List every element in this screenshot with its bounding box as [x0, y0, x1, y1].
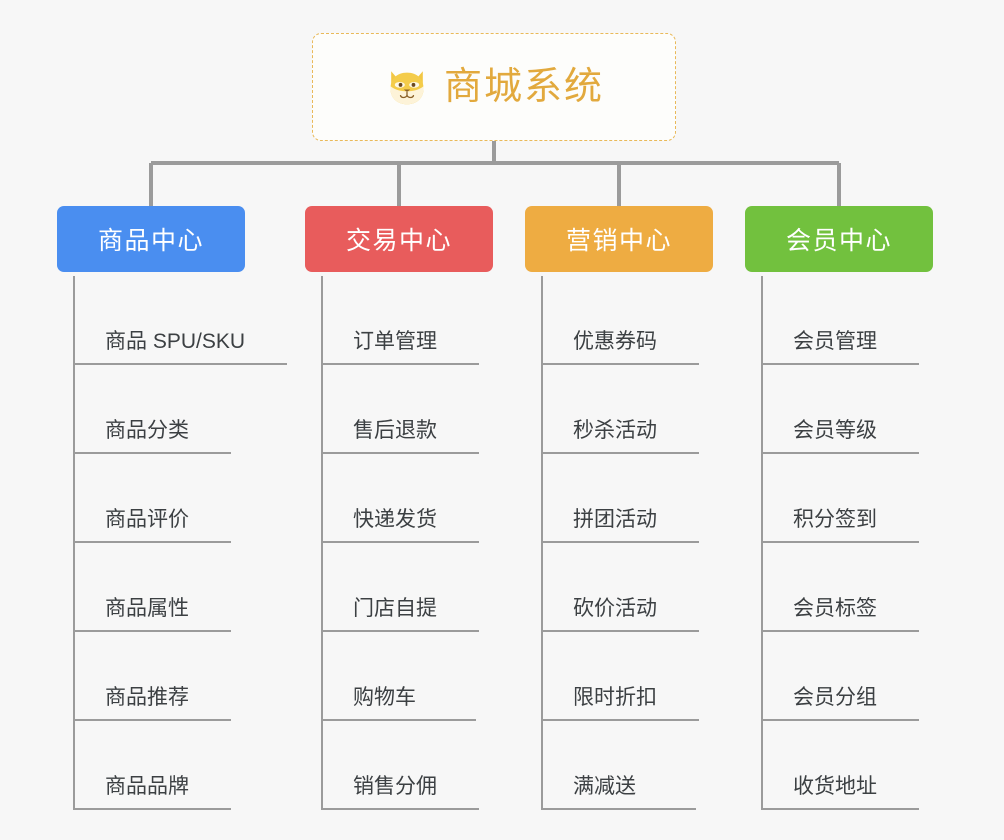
- leaf-item-label: 积分签到: [793, 507, 877, 531]
- leaf-item-underline: [541, 452, 699, 454]
- leaf-item-underline: [321, 719, 476, 721]
- leaf-item-underline: [73, 808, 231, 810]
- leaf-item-label: 商品属性: [105, 596, 189, 620]
- category-header-label: 交易中心: [345, 227, 452, 255]
- category-header-2[interactable]: 交易中心: [305, 206, 493, 272]
- leaf-item-underline: [761, 541, 919, 543]
- leaf-item-underline: [761, 363, 919, 365]
- leaf-item-underline: [761, 452, 919, 454]
- leaf-item-label: 会员分组: [793, 685, 877, 709]
- leaf-item-label: 商品评价: [105, 507, 189, 531]
- leaf-item-label: 会员标签: [793, 596, 877, 620]
- leaf-item-label: 优惠券码: [573, 329, 657, 353]
- leaf-item-underline: [761, 719, 919, 721]
- leaf-item-label: 会员管理: [793, 329, 877, 353]
- leaf-item-label: 限时折扣: [573, 685, 657, 709]
- leaf-item-label: 商品 SPU/SKU: [105, 329, 246, 353]
- category-header-1[interactable]: 商品中心: [57, 206, 245, 272]
- leaf-item-underline: [321, 630, 479, 632]
- root-node[interactable]: 商城系统: [312, 33, 676, 141]
- leaf-item-underline: [73, 630, 231, 632]
- leaf-item-label: 商品推荐: [105, 685, 189, 709]
- leaf-item-underline: [73, 719, 231, 721]
- leaf-trunk-line: [761, 276, 763, 810]
- leaf-item-underline: [541, 541, 699, 543]
- leaf-item-underline: [73, 363, 287, 365]
- leaf-item-underline: [321, 452, 479, 454]
- leaf-item-underline: [321, 541, 479, 543]
- leaf-item-label: 购物车: [353, 685, 416, 709]
- leaf-item-label: 拼团活动: [573, 507, 657, 531]
- leaf-item-label: 会员等级: [793, 418, 877, 442]
- leaf-item-label: 秒杀活动: [573, 418, 657, 442]
- leaf-item-label: 商品品牌: [105, 774, 189, 798]
- leaf-item-label: 订单管理: [353, 329, 437, 353]
- category-header-3[interactable]: 营销中心: [525, 206, 713, 272]
- leaf-item-label: 满减送: [573, 774, 636, 798]
- leaf-item-label: 砍价活动: [573, 596, 657, 620]
- category-header-label: 营销中心: [565, 227, 672, 255]
- leaf-item-underline: [541, 630, 699, 632]
- leaf-item-label: 收货地址: [793, 774, 877, 798]
- dog-face-icon: [390, 71, 424, 105]
- leaf-trunk-line: [541, 276, 543, 810]
- leaf-item-label: 售后退款: [353, 418, 437, 442]
- leaf-item-underline: [321, 808, 479, 810]
- leaf-item-label: 门店自提: [353, 596, 437, 620]
- leaf-item-label: 商品分类: [105, 418, 189, 442]
- category-header-4[interactable]: 会员中心: [745, 206, 933, 272]
- leaf-item-underline: [321, 363, 479, 365]
- leaf-item-underline: [73, 452, 231, 454]
- leaf-item-underline: [73, 541, 231, 543]
- leaf-item-underline: [541, 808, 696, 810]
- leaf-item-label: 快递发货: [353, 507, 437, 531]
- category-header-label: 会员中心: [785, 227, 892, 255]
- root-title: 商城系统: [443, 66, 604, 108]
- leaf-item-underline: [761, 630, 919, 632]
- leaf-item-underline: [541, 363, 699, 365]
- leaf-trunk-line: [321, 276, 323, 810]
- leaf-item-underline: [761, 808, 919, 810]
- category-header-label: 商品中心: [97, 227, 204, 255]
- leaf-trunk-line: [73, 276, 75, 810]
- leaf-item-label: 销售分佣: [353, 774, 437, 798]
- leaf-item-underline: [541, 719, 699, 721]
